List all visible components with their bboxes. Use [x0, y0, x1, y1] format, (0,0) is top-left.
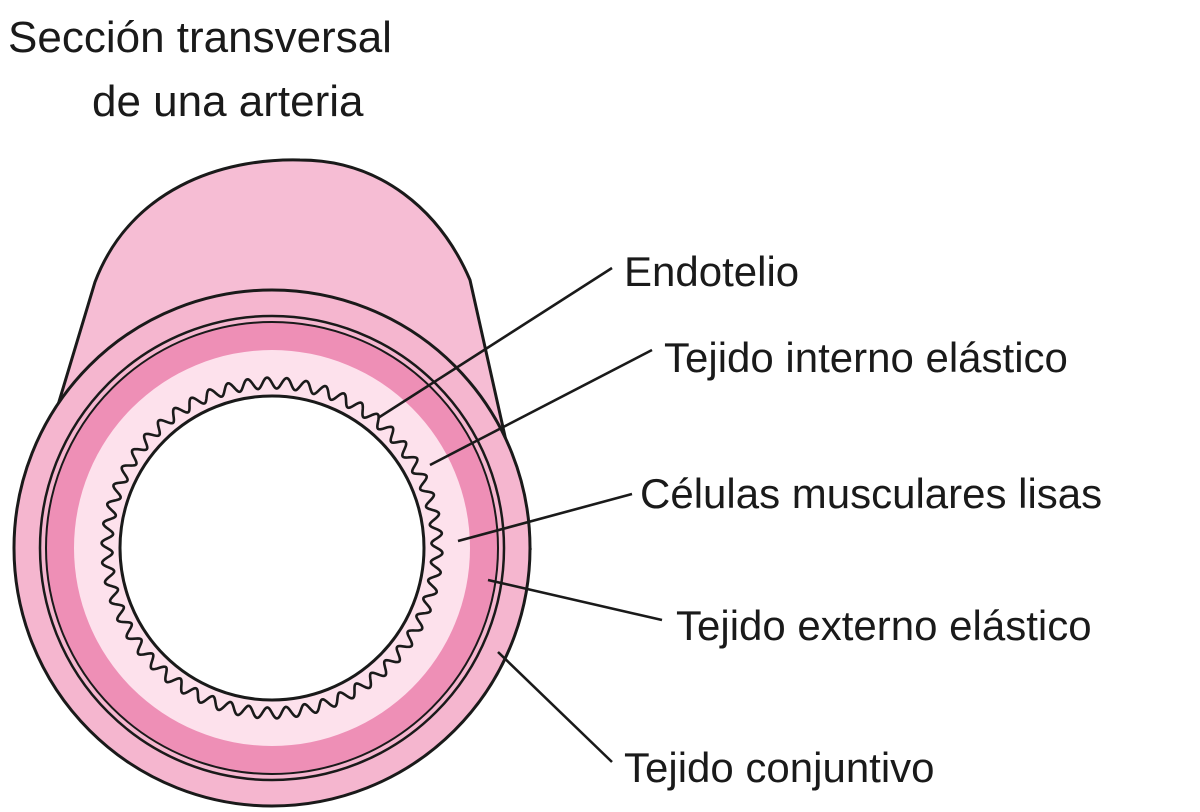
leader-endotelio	[377, 266, 613, 420]
label-celulas-musculares-lisas: Células musculares lisas	[640, 470, 1102, 517]
leader-tejido-conjuntivo	[497, 651, 613, 763]
label-endotelio: Endotelio	[624, 248, 799, 295]
label-tejido-externo-elastico: Tejido externo elástico	[676, 602, 1092, 649]
leader-tejido-externo-elastico	[487, 578, 663, 622]
leader-celulas-musculares-lisas	[457, 492, 633, 543]
label-tejido-interno-elastico: Tejido interno elástico	[664, 334, 1068, 381]
lumen	[118, 394, 426, 702]
tejido-interno-elastico-wavy-line	[100, 376, 444, 720]
leader-tejido-interno-elastico	[429, 348, 653, 467]
title-line-1: Sección transversal	[8, 13, 392, 62]
title-line-2: de una arteria	[92, 77, 364, 126]
label-tejido-conjuntivo: Tejido conjuntivo	[624, 744, 935, 791]
tejido-externo-elastico-ring	[38, 314, 506, 782]
